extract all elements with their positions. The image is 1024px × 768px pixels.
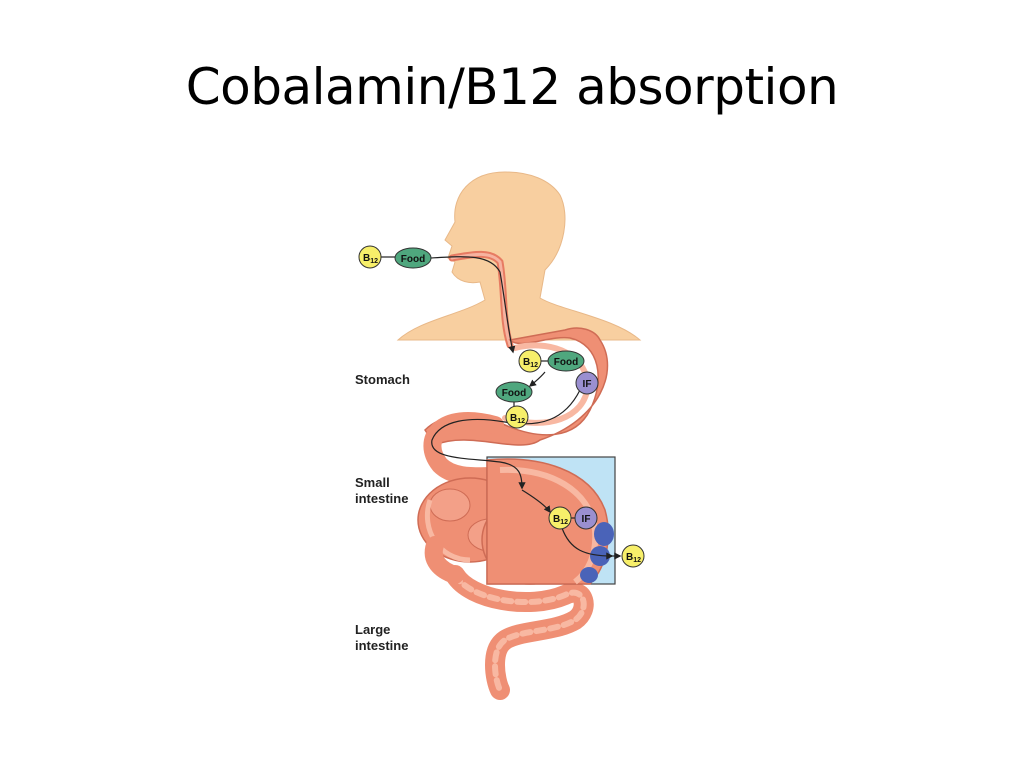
receptor-icon [594, 522, 614, 546]
small-intestine-label: Small intestine [355, 475, 409, 506]
svg-text:IF: IF [583, 379, 592, 390]
large-intestine-label: Large intestine [355, 622, 409, 653]
stomach-b12-bound: B12 [518, 349, 542, 373]
arrow-esophagus [430, 256, 516, 354]
svg-text:Food: Food [401, 254, 425, 265]
esophagus-lumen [450, 252, 512, 347]
ileum-b12: B12 [548, 506, 572, 530]
svg-text:B12: B12 [523, 357, 538, 369]
ileum-intrinsic-factor: IF [574, 506, 598, 530]
absorbed-b12: B12 [621, 544, 645, 568]
stomach-label: Stomach [355, 372, 410, 387]
arrow-to-ileum [521, 489, 551, 514]
stomach-intrinsic-factor: IF [575, 371, 599, 395]
stomach-food-bound: Food [547, 350, 585, 372]
svg-text:B12: B12 [363, 253, 378, 265]
pathway-arrows [381, 256, 622, 560]
ileum-inset [486, 456, 616, 585]
head-torso-shape [396, 171, 642, 341]
svg-text:Food: Food [554, 357, 578, 368]
svg-text:Food: Food [502, 388, 526, 399]
stomach-food-free: Food [495, 381, 533, 403]
receptor-icon [580, 567, 598, 583]
arrow-to-receptor [561, 527, 614, 560]
svg-text:B12: B12 [553, 514, 568, 526]
large-intestine-shape [424, 536, 594, 700]
svg-text:B12: B12 [510, 413, 525, 425]
ileum-wall-shape [486, 458, 609, 585]
slide-title: Cobalamin/B12 absorption [185, 58, 839, 116]
body-silhouette [396, 171, 642, 349]
arrow-to-small-intestine [431, 389, 581, 490]
svg-text:IF: IF [582, 514, 591, 525]
arrow-food-release [528, 371, 546, 387]
mouth-food: Food [394, 247, 432, 269]
mouth-b12: B12 [358, 245, 382, 269]
svg-text:B12: B12 [626, 552, 641, 564]
stomach-b12-free: B12 [505, 405, 529, 429]
